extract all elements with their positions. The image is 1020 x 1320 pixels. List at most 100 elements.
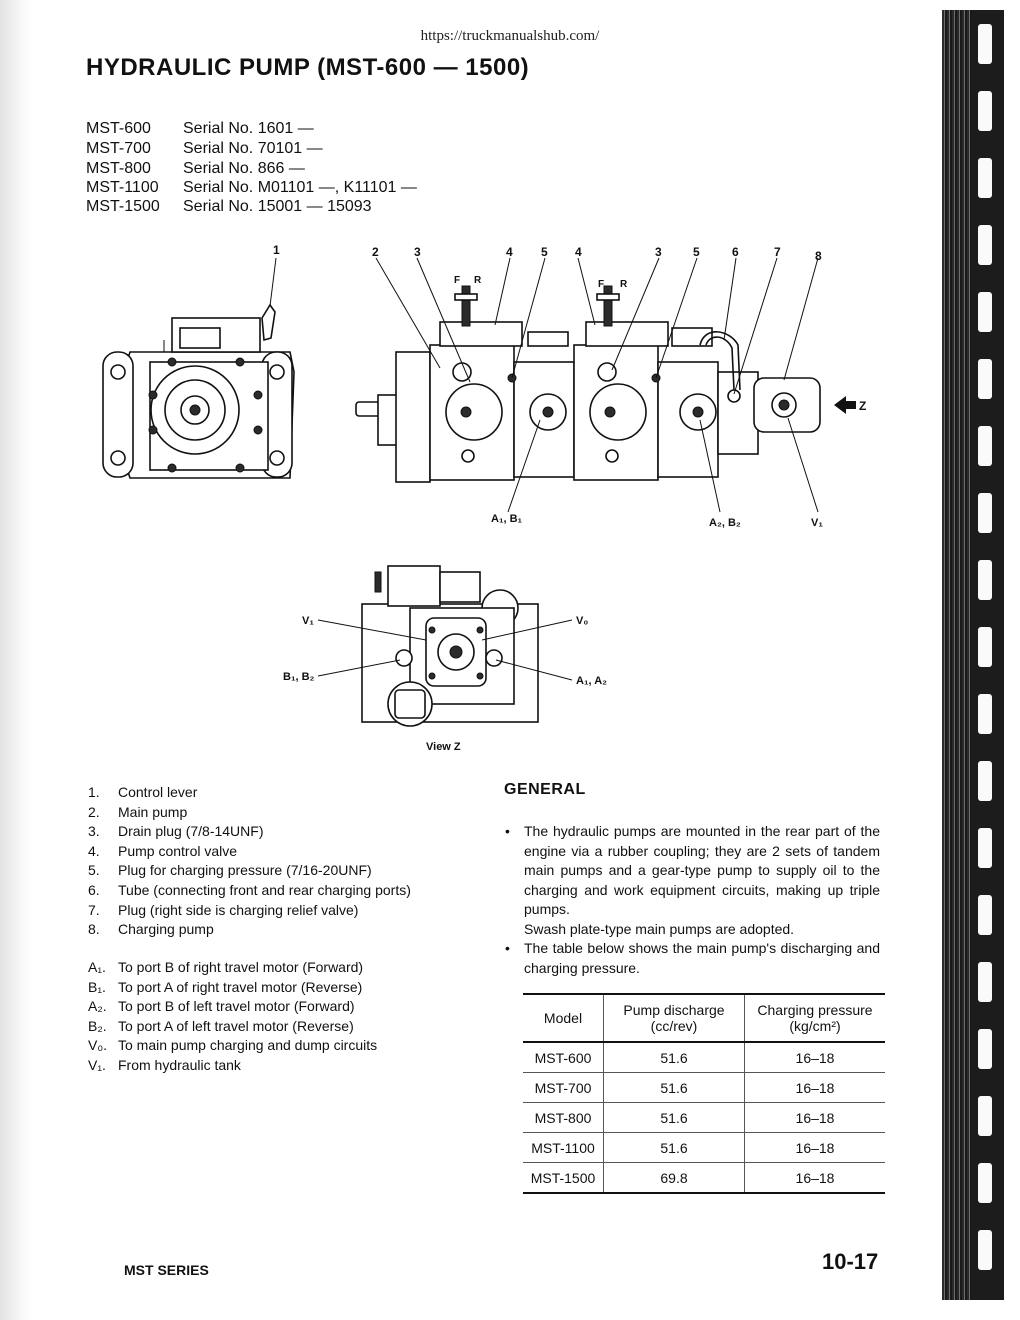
table-row: MST-1500 69.8 16–18: [523, 1162, 885, 1194]
model-name: MST-700: [86, 140, 151, 157]
binding-hole: [978, 1163, 992, 1203]
pump-spec-table: Model Pump discharge (cc/rev) Charging p…: [523, 993, 885, 1194]
binding-hole: [978, 1230, 992, 1270]
table-row: MST-800 51.6 16–18: [523, 1102, 885, 1133]
callout-3: 3: [414, 245, 421, 259]
ports-list: A₁.To port B of right travel motor (Forw…: [88, 958, 377, 1076]
model-name: MST-1100: [86, 179, 159, 196]
model-name: MST-1500: [86, 198, 160, 215]
binding-hole: [978, 292, 992, 332]
binding-hole: [978, 225, 992, 265]
list-item: 6.Tube (connecting front and rear chargi…: [88, 881, 411, 898]
scan-edge-shadow: [0, 0, 34, 1320]
general-heading: GENERAL: [504, 781, 586, 798]
view-z-caption: View Z: [426, 741, 461, 753]
serial-number: Serial No. 1601 —: [183, 120, 314, 137]
serial-row: MST-800 Serial No. 866 —: [86, 160, 305, 178]
list-item: 2.Main pump: [88, 803, 188, 820]
list-item: A₁.To port B of right travel motor (Forw…: [88, 959, 364, 975]
callout-4: 4: [506, 245, 513, 259]
label-a2-b2: A₂, B₂: [709, 517, 741, 529]
binding-hole: [978, 1029, 992, 1069]
bullet-icon: •: [505, 940, 510, 956]
binding-hole: [978, 24, 992, 64]
source-url[interactable]: https://truckmanualshub.com/: [420, 28, 600, 44]
binding-hole: [978, 91, 992, 131]
label-f: F: [454, 275, 460, 286]
serial-row: MST-1500 Serial No. 15001 — 15093: [86, 198, 372, 216]
model-name: MST-800: [86, 160, 151, 177]
binding-hole: [978, 493, 992, 533]
callout-8: 8: [815, 249, 822, 263]
table-header-row: Model Pump discharge (cc/rev) Charging p…: [523, 994, 885, 1042]
callout-1: 1: [273, 243, 280, 257]
binding-hole: [978, 359, 992, 399]
viewz-label-v1: V₁: [302, 615, 314, 627]
binding-hole: [978, 627, 992, 667]
table-row: MST-700 51.6 16–18: [523, 1072, 885, 1103]
callout-2: 2: [372, 245, 379, 259]
label-r: R: [474, 275, 482, 286]
list-item: 8.Charging pump: [88, 921, 214, 938]
callout-3: 3: [655, 245, 662, 259]
page-title: HYDRAULIC PUMP (MST-600 — 1500): [86, 54, 530, 81]
serial-number: Serial No. 15001 — 15093: [183, 198, 372, 215]
binding-hole: [978, 560, 992, 600]
general-paragraph: Swash plate-type main pumps are adopted.: [524, 921, 795, 937]
list-item: 5.Plug for charging pressure (7/16-20UNF…: [88, 862, 372, 879]
binding-hole: [978, 426, 992, 466]
binding-hole: [978, 694, 992, 734]
view-arrow-icon: [834, 396, 856, 414]
column-header: Model: [523, 994, 604, 1042]
list-item: B₂.To port A of left travel motor (Rever…: [88, 1017, 354, 1034]
list-item: 3.Drain plug (7/8-14UNF): [88, 823, 264, 840]
list-item: B₁.To port A of right travel motor (Reve…: [88, 978, 363, 995]
callout-5: 5: [693, 245, 700, 259]
list-item: 7.Plug (right side is charging relief va…: [88, 901, 359, 918]
list-item: V₁.From hydraulic tank: [88, 1056, 241, 1073]
column-header: Charging pressure (kg/cm²): [757, 1002, 873, 1034]
callout-4: 4: [575, 245, 582, 259]
footer-series: MST SERIES: [124, 1262, 209, 1278]
pump-view-z: V₁ V₀ B₁, B₂ A₁, A₂ View Z: [283, 565, 607, 753]
label-r: R: [620, 279, 628, 290]
viewz-label-v0: V₀: [576, 615, 588, 627]
model-name: MST-600: [86, 120, 151, 137]
binding-hole: [978, 828, 992, 868]
general-paragraph: The hydraulic pumps are mounted in the r…: [524, 823, 880, 918]
label-a1-b1: A₁, B₁: [491, 513, 523, 525]
binding-hole: [978, 761, 992, 801]
parts-list: 1.Control lever 2.Main pump 3.Drain plug…: [88, 783, 411, 940]
general-paragraph: The table below shows the main pump's di…: [524, 940, 880, 976]
viewz-label-a1-a2: A₁, A₂: [576, 675, 607, 687]
list-item: A₂.To port B of left travel motor (Forwa…: [88, 998, 355, 1015]
pump-front-view: 1: [102, 243, 295, 479]
label-f: F: [598, 279, 604, 290]
serial-row: MST-600 Serial No. 1601 —: [86, 120, 314, 138]
callout-5: 5: [541, 245, 548, 259]
table-row: MST-600 51.6 16–18: [523, 1042, 885, 1073]
column-header: Pump discharge (cc/rev): [603, 994, 745, 1042]
binding-strip: [942, 10, 1004, 1300]
serial-number: Serial No. 866 —: [183, 160, 305, 177]
pump-illustration: 1 F: [102, 243, 866, 753]
pump-side-view: F R F R 2 3 4 5 4 3 5 6 7 8 Z A₁, B₁ A₂,…: [355, 245, 866, 529]
callout-7: 7: [774, 245, 781, 259]
serial-row: MST-1100 Serial No. M01101 —, K11101 —: [86, 179, 417, 197]
serial-row: MST-700 Serial No. 70101 —: [86, 140, 323, 158]
list-item: 1.Control lever: [88, 784, 198, 800]
serial-number: Serial No. M01101 —, K11101 —: [183, 179, 417, 196]
binding-hole: [978, 158, 992, 198]
label-v1: V₁: [811, 517, 823, 529]
binding-hole: [978, 895, 992, 935]
binding-hole: [978, 962, 992, 1002]
list-item: 4.Pump control valve: [88, 842, 238, 859]
callout-6: 6: [732, 245, 739, 259]
arrow-label-z: Z: [859, 399, 866, 413]
viewz-label-b1-b2: B₁, B₂: [283, 671, 315, 683]
table-row: MST-1100 51.6 16–18: [523, 1132, 885, 1163]
binding-hole: [978, 1096, 992, 1136]
bullet-icon: •: [505, 823, 510, 839]
serial-number: Serial No. 70101 —: [183, 140, 323, 157]
list-item: V₀.To main pump charging and dump circui…: [88, 1037, 378, 1054]
